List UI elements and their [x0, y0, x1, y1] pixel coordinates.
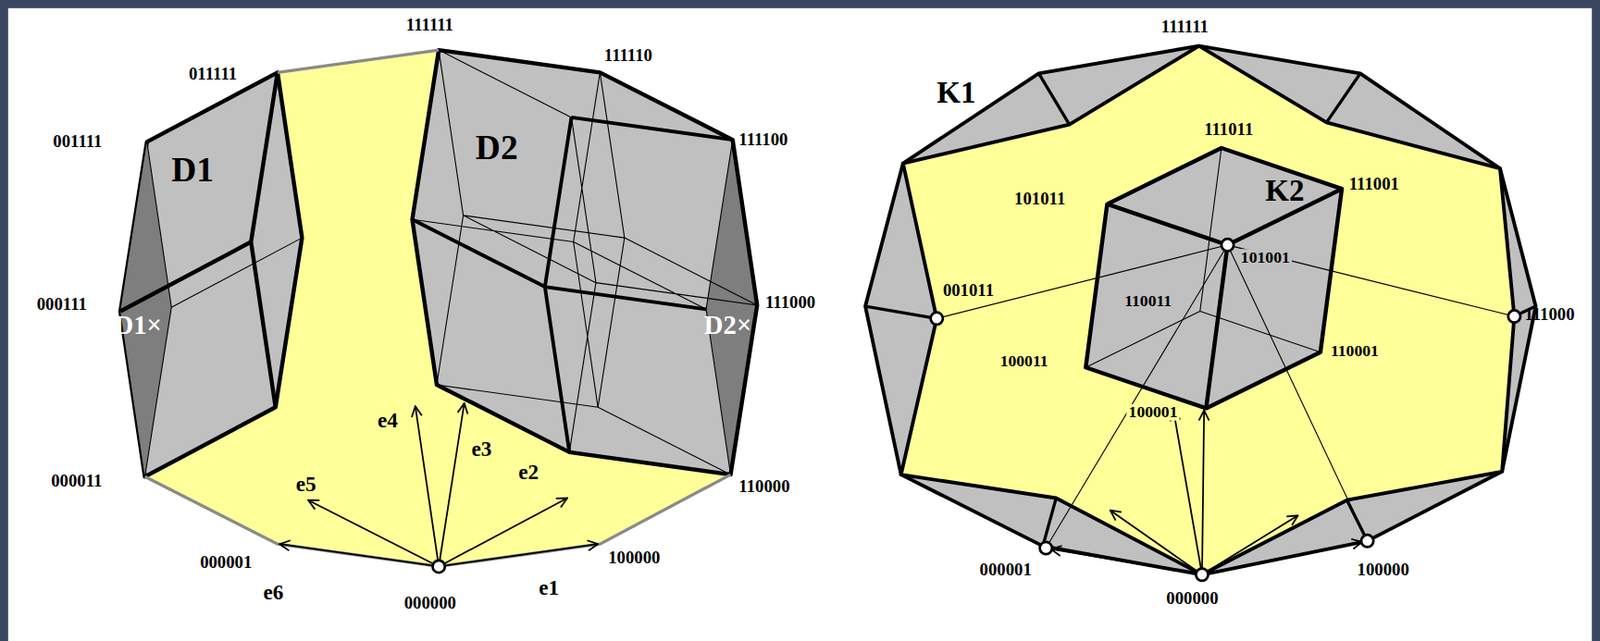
zonogon-edges [145, 49, 732, 567]
vertex-label: 000011 [50, 472, 102, 491]
face-label: D1 [171, 153, 214, 189]
vertex-label: 011111 [188, 65, 237, 84]
vertex-label: 000001 [979, 561, 1032, 580]
basis-vectors [279, 403, 598, 568]
vector-label: e5 [296, 473, 317, 496]
vertex-label: 111111 [1161, 18, 1209, 37]
vertex-label: 000001 [199, 553, 252, 571]
leader-lines [936, 245, 1514, 549]
k2-cube [1085, 148, 1342, 409]
dual-face-label: D1× [114, 312, 162, 340]
face-label: D2 [475, 130, 519, 166]
d1-visible-edges [120, 72, 278, 408]
dual-face-label: D2× [704, 312, 752, 340]
ring-dividers [865, 73, 1536, 546]
vertex-label: 100001 [1126, 404, 1179, 422]
vertex-label: 000111 [37, 296, 87, 314]
vertex-label: 100000 [607, 549, 660, 568]
face-label: K1 [936, 77, 976, 109]
vertex-label: 001011 [942, 282, 994, 300]
vertex-label: 111000 [765, 294, 816, 312]
vector-label: e2 [518, 461, 539, 484]
vertex-label: 111100 [738, 130, 788, 149]
d2-zonotope [411, 49, 757, 475]
d1-hidden-edges [145, 141, 303, 477]
face-label: K2 [1265, 175, 1304, 207]
vertex-label: 111110 [604, 47, 653, 65]
vertex-label: 101001 [1239, 248, 1292, 266]
vertex-label: 000000 [404, 594, 457, 612]
d2-outline [411, 49, 757, 475]
vector-label: e1 [538, 578, 559, 600]
vertex-label: 000000 [1165, 590, 1218, 608]
vertex-dot [433, 560, 446, 573]
vertex-label: 111111 [406, 16, 454, 35]
yellow-region [901, 46, 1515, 576]
vertex-label: 100000 [1357, 561, 1410, 580]
vertex-label: 100011 [1000, 353, 1049, 371]
vertex-label: 111011 [1203, 120, 1253, 138]
basis-vectors [1051, 410, 1363, 576]
vertex-label: 111001 [1349, 175, 1400, 194]
d2-cube-edges [411, 49, 757, 475]
vector-label: e6 [262, 582, 284, 604]
k1-ring [865, 46, 1536, 576]
vertex-label: 001111 [52, 132, 102, 150]
vertex-label: 110001 [1330, 343, 1379, 360]
vector-label: e3 [471, 439, 492, 461]
d2-dual-face [706, 139, 757, 475]
d1-zonotope [120, 72, 302, 477]
vertex-label: 110000 [738, 477, 790, 496]
white-panel [8, 8, 1592, 641]
vertex-dots [930, 238, 1521, 582]
k2-hidden-edges [1085, 148, 1321, 368]
d2-visible-edges [411, 117, 732, 453]
vertex-label: 111000 [1524, 306, 1575, 324]
vertex-label: 101011 [1014, 189, 1066, 208]
k2-visible-edges [1106, 188, 1342, 409]
yellow-zonogon [120, 49, 757, 567]
vector-label: e4 [377, 410, 398, 433]
vertex-label: 110011 [1124, 293, 1172, 311]
